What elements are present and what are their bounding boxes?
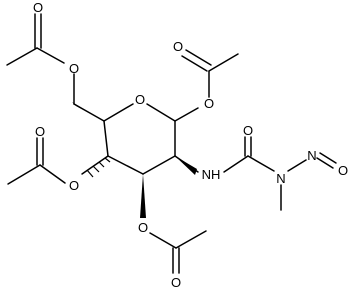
wedge-c5-ch2 <box>72 102 104 121</box>
wedge-c2-n <box>175 156 197 175</box>
bond-c3acetyl-ch3 <box>175 230 207 249</box>
atom-o-acetyl-c3: O <box>138 220 148 235</box>
bond-c-urea-n <box>247 155 275 172</box>
atom-o-carbonyl-c6: O <box>33 0 43 15</box>
bond-o-c3acetyl <box>149 232 177 249</box>
bond-n-nitroso-o-double <box>319 152 337 164</box>
atom-o-acetyl-c1: O <box>204 96 214 111</box>
bond-c4acetyl-ch3 <box>7 164 41 185</box>
bond-c1acetyl-carbonyl-o-double <box>185 49 212 66</box>
bond-c4-c5 <box>103 120 109 157</box>
bond-nh-c-urea <box>223 155 249 173</box>
bond-o-c4acetyl <box>39 164 66 184</box>
bond-oring-c1 <box>146 103 176 122</box>
bond-c4-o <box>81 155 109 175</box>
bond-c6acetyl-o <box>36 47 65 64</box>
atom-o-acetyl-c6: O <box>69 61 79 76</box>
atom-o-nitroso: O <box>338 163 348 178</box>
bond-ch3-c6acetyl <box>6 47 38 66</box>
bond-n-n-nitroso <box>287 159 307 172</box>
atom-o-carbonyl-c4: O <box>35 124 45 139</box>
bond-c5-oring <box>103 103 134 122</box>
atom-o-carbonyl-c3: O <box>171 275 181 290</box>
hash-c4-o <box>86 157 111 178</box>
bond-n-nitroso-o <box>316 157 334 169</box>
atom-o-ring: O <box>135 92 145 107</box>
atom-n-methyl: N <box>276 171 285 186</box>
stereo-bonds <box>72 102 197 218</box>
bond-c2-c3 <box>142 155 176 175</box>
atom-nh-urea: NH <box>202 167 221 182</box>
atom-o-carbonyl-urea: O <box>243 123 253 138</box>
bond-c3-c4 <box>107 155 144 175</box>
bonds <box>6 13 337 274</box>
atom-labels: O O O O O O O NH O N N O O O <box>33 0 348 290</box>
atom-n-nitroso: N <box>307 148 316 163</box>
bond-c1acetyl-ch3 <box>208 53 239 72</box>
bond-c1acetyl-carbonyl-o <box>181 55 208 72</box>
wedge-c3-o <box>140 174 146 218</box>
bond-c1-o <box>174 107 199 122</box>
atom-o-acetyl-c4: O <box>69 178 79 193</box>
atom-o-carbonyl-c1: O <box>173 39 183 54</box>
